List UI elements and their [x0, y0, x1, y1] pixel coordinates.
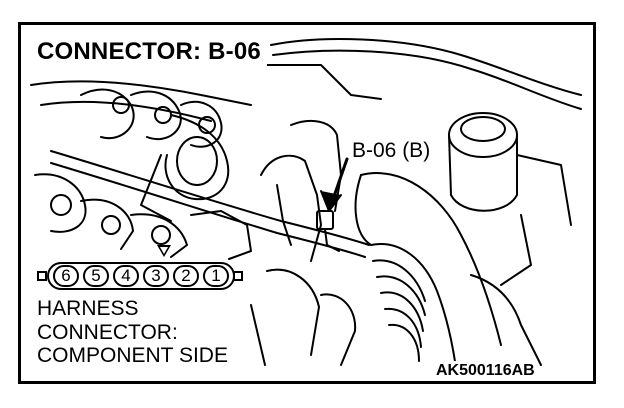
- connector-pin: 3: [143, 265, 169, 287]
- connector-pin: 2: [173, 265, 199, 287]
- engine-bay-illustration: [30, 38, 582, 376]
- harness-label-line: CONNECTOR:: [37, 320, 178, 344]
- connector-pin: 6: [53, 265, 79, 287]
- connector-pin: 5: [83, 265, 109, 287]
- harness-label-line: HARNESS: [37, 297, 139, 320]
- diagram-frame: CONNECTOR: B-06 B-06 (B) 6 5 4 3 2 1 HAR…: [18, 22, 596, 384]
- harness-connector-pinout: 6 5 4 3 2 1: [33, 245, 251, 293]
- connector-latch-marker: [157, 245, 171, 257]
- connector-right-tab: [233, 271, 243, 281]
- connector-left-tab: [37, 271, 47, 281]
- harness-connector-label: HARNESS CONNECTOR: COMPONENT SIDE: [35, 297, 232, 368]
- figure-code: AK500116AB: [433, 361, 538, 381]
- diagram-title: CONNECTOR: B-06: [35, 37, 267, 67]
- harness-label-line: COMPONENT SIDE: [37, 344, 228, 367]
- connector-pin: 4: [113, 265, 139, 287]
- connector-pin: 1: [203, 265, 229, 287]
- connector-pin-row: 6 5 4 3 2 1: [47, 262, 235, 290]
- connector-callout-label: B-06 (B): [349, 139, 434, 163]
